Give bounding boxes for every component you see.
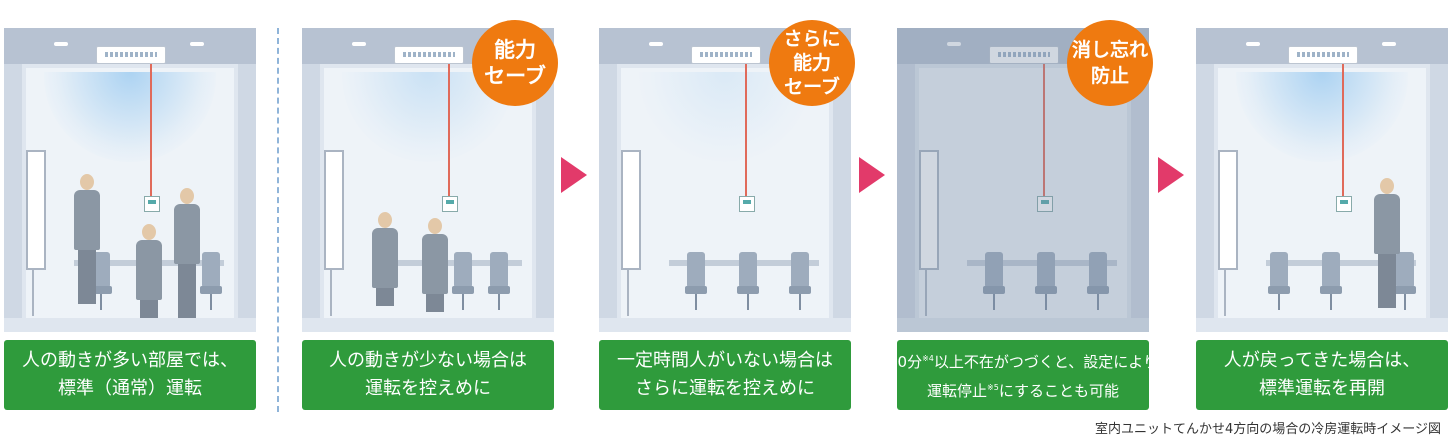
capacity-save-badge: 能力 セーブ	[472, 20, 558, 106]
remote-cord	[150, 64, 152, 196]
caption-5: 人が戻ってきた場合は、 標準運転を再開	[1196, 340, 1448, 410]
badge-line: 消し忘れ	[1071, 39, 1148, 61]
remote-cord	[745, 64, 747, 196]
air-conditioner-unit	[96, 46, 166, 64]
chair	[685, 252, 707, 312]
whiteboard	[919, 150, 939, 270]
caption-2: 人の動きが少ない場合は 運転を控えめに	[302, 340, 554, 410]
caption-4: 30分※4以上不在がつづくと、設定により 運転停止※5にすることも可能	[888, 340, 1158, 410]
badge-line: 防止	[1090, 65, 1129, 87]
caption-line: 一定時間人がいない場合は	[617, 350, 833, 371]
forget-off-prevention-badge: 消し忘れ 防止	[1067, 20, 1153, 106]
caption-line: 30分※4以上不在がつづくと、設定により	[888, 346, 1158, 375]
caption-1: 人の動きが多い部屋では、 標準（通常）運転	[4, 340, 256, 410]
standing-person	[72, 174, 102, 304]
remote-cord	[1342, 64, 1344, 196]
caption-line: 人の動きが多い部屋では、	[22, 350, 238, 371]
ceiling-light	[352, 42, 366, 46]
further-capacity-save-badge: さらに 能力 セーブ	[769, 20, 855, 106]
whiteboard-stand	[627, 268, 629, 316]
chair	[983, 252, 1005, 312]
caption-3: 一定時間人がいない場合は さらに運転を控えめに	[599, 340, 851, 410]
chair	[90, 252, 112, 312]
footnote-marker: ※5	[987, 383, 999, 392]
scene-panel-5	[1196, 28, 1448, 332]
caption-line: 人の動きが少ない場合は	[329, 350, 527, 371]
remote-cord	[448, 64, 450, 196]
whiteboard-stand	[1224, 268, 1226, 316]
whiteboard-stand	[330, 268, 332, 316]
whiteboard-stand	[925, 268, 927, 316]
caption-fragment: 30分	[888, 353, 923, 371]
wall-remote-controller	[1336, 196, 1352, 212]
chair	[1268, 252, 1290, 312]
air-conditioner-unit	[989, 46, 1059, 64]
arrow-right-icon	[1158, 157, 1184, 193]
ceiling-light	[947, 42, 961, 46]
chair	[200, 252, 222, 312]
section-divider	[277, 28, 279, 412]
standing-person	[1372, 178, 1402, 308]
chair	[737, 252, 759, 312]
seated-person	[370, 212, 400, 306]
scene-panel-3: さらに 能力 セーブ	[599, 20, 855, 332]
caption-line: 標準（通常）運転	[58, 378, 202, 399]
caption-fragment: 以上不在がつづくと、設定により	[933, 353, 1158, 371]
floor	[897, 318, 1149, 332]
caption-line: さらに運転を控えめに	[635, 378, 815, 399]
footnote-marker: ※4	[922, 354, 934, 363]
badge-line: 能力	[494, 38, 536, 62]
air-conditioner-unit	[1288, 46, 1358, 64]
scene-panel-2: 能力 セーブ	[302, 20, 558, 332]
ceiling-light	[190, 42, 204, 46]
wall-remote-controller	[442, 196, 458, 212]
whiteboard	[26, 150, 46, 270]
wall-remote-controller	[1037, 196, 1053, 212]
arrow-right-icon	[561, 157, 587, 193]
badge-line: セーブ	[484, 64, 546, 88]
air-conditioner-unit	[691, 46, 761, 64]
floor	[1196, 318, 1448, 332]
whiteboard-stand	[32, 268, 34, 316]
caption-fragment: 運転停止	[927, 382, 988, 400]
whiteboard	[1218, 150, 1238, 270]
scene-panel-4: 消し忘れ 防止	[897, 20, 1153, 332]
remote-cord	[1043, 64, 1045, 196]
ceiling-light	[649, 42, 663, 46]
arrow-right-icon	[859, 157, 885, 193]
wall-remote-controller	[739, 196, 755, 212]
chair	[789, 252, 811, 312]
chair	[1035, 252, 1057, 312]
caption-fragment: にすることも可能	[998, 382, 1119, 400]
badge-line: セーブ	[784, 76, 840, 98]
chair	[1394, 252, 1416, 312]
seated-person	[420, 218, 450, 312]
floor	[4, 318, 256, 332]
caption-line: 標準運転を再開	[1259, 378, 1385, 399]
badge-line: さらに	[783, 28, 841, 50]
chair	[1087, 252, 1109, 312]
chair	[452, 252, 474, 312]
ceiling-light	[54, 42, 68, 46]
image-footnote: 室内ユニットてんかせ4方向の場合の冷房運転時イメージ図	[1094, 422, 1441, 437]
standing-person	[172, 188, 202, 318]
seated-person	[134, 224, 164, 318]
meeting-table	[1266, 260, 1416, 266]
chair	[488, 252, 510, 312]
whiteboard	[621, 150, 641, 270]
caption-line: 運転停止※5にすることも可能	[927, 375, 1119, 404]
ceiling-light	[1382, 42, 1396, 46]
whiteboard	[324, 150, 344, 270]
floor	[302, 318, 554, 332]
scene-panel-1	[4, 28, 256, 332]
air-conditioner-unit	[394, 46, 464, 64]
caption-line: 人が戻ってきた場合は、	[1223, 350, 1421, 371]
floor	[599, 318, 851, 332]
wall-remote-controller	[144, 196, 160, 212]
caption-line: 運転を控えめに	[365, 378, 491, 399]
badge-line: 能力	[792, 52, 831, 74]
ceiling-light	[1246, 42, 1260, 46]
chair	[1320, 252, 1342, 312]
